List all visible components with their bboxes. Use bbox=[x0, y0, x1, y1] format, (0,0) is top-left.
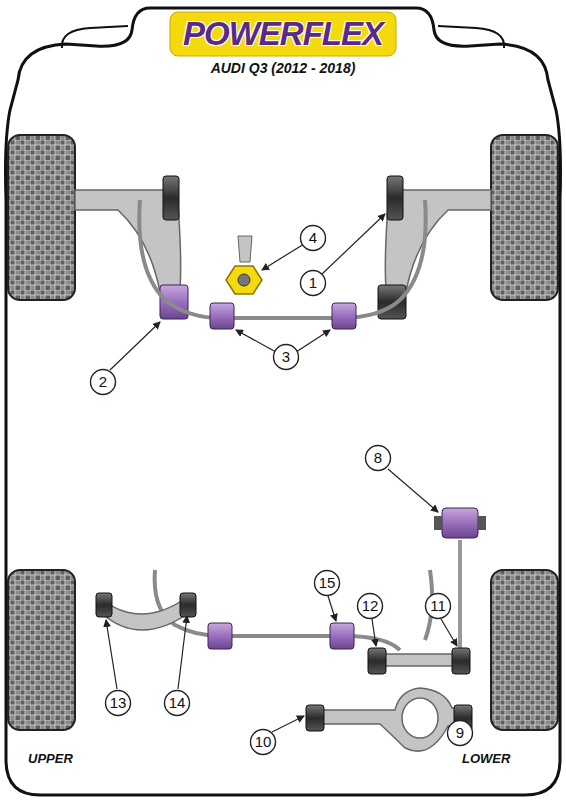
callout-circle: 2 bbox=[89, 368, 117, 396]
callout-circle: 1 bbox=[299, 269, 327, 297]
callout-circle: 8 bbox=[364, 444, 392, 472]
callout-number: 2 bbox=[89, 368, 117, 396]
logo-title: POWERFLEX bbox=[170, 13, 396, 55]
callout-number: 3 bbox=[272, 343, 300, 371]
callout-number: 1 bbox=[299, 269, 327, 297]
callout-number: 11 bbox=[424, 592, 452, 620]
callout-circle: 4 bbox=[299, 224, 327, 252]
callout-number: 9 bbox=[446, 719, 474, 747]
axle-label: UPPER bbox=[28, 751, 108, 766]
callout-number: 15 bbox=[313, 569, 341, 597]
callout-number: 13 bbox=[104, 689, 132, 717]
callout-number: 14 bbox=[163, 689, 191, 717]
callout-circle: 12 bbox=[356, 592, 384, 620]
model-subtitle: AUDI Q3 (2012 - 2018) bbox=[170, 60, 396, 76]
leader-lines bbox=[106, 214, 462, 732]
callout-circle: 13 bbox=[104, 689, 132, 717]
callout-number: 4 bbox=[299, 224, 327, 252]
callout-number: 10 bbox=[249, 728, 277, 756]
callout-number: 12 bbox=[356, 592, 384, 620]
callout-number: 8 bbox=[364, 444, 392, 472]
callout-circle: 10 bbox=[249, 728, 277, 756]
callout-circle: 14 bbox=[163, 689, 191, 717]
callout-circle: 9 bbox=[446, 719, 474, 747]
callout-circle: 3 bbox=[272, 343, 300, 371]
callout-circle: 11 bbox=[424, 592, 452, 620]
axle-label: LOWER bbox=[462, 751, 542, 766]
callout-circle: 15 bbox=[313, 569, 341, 597]
